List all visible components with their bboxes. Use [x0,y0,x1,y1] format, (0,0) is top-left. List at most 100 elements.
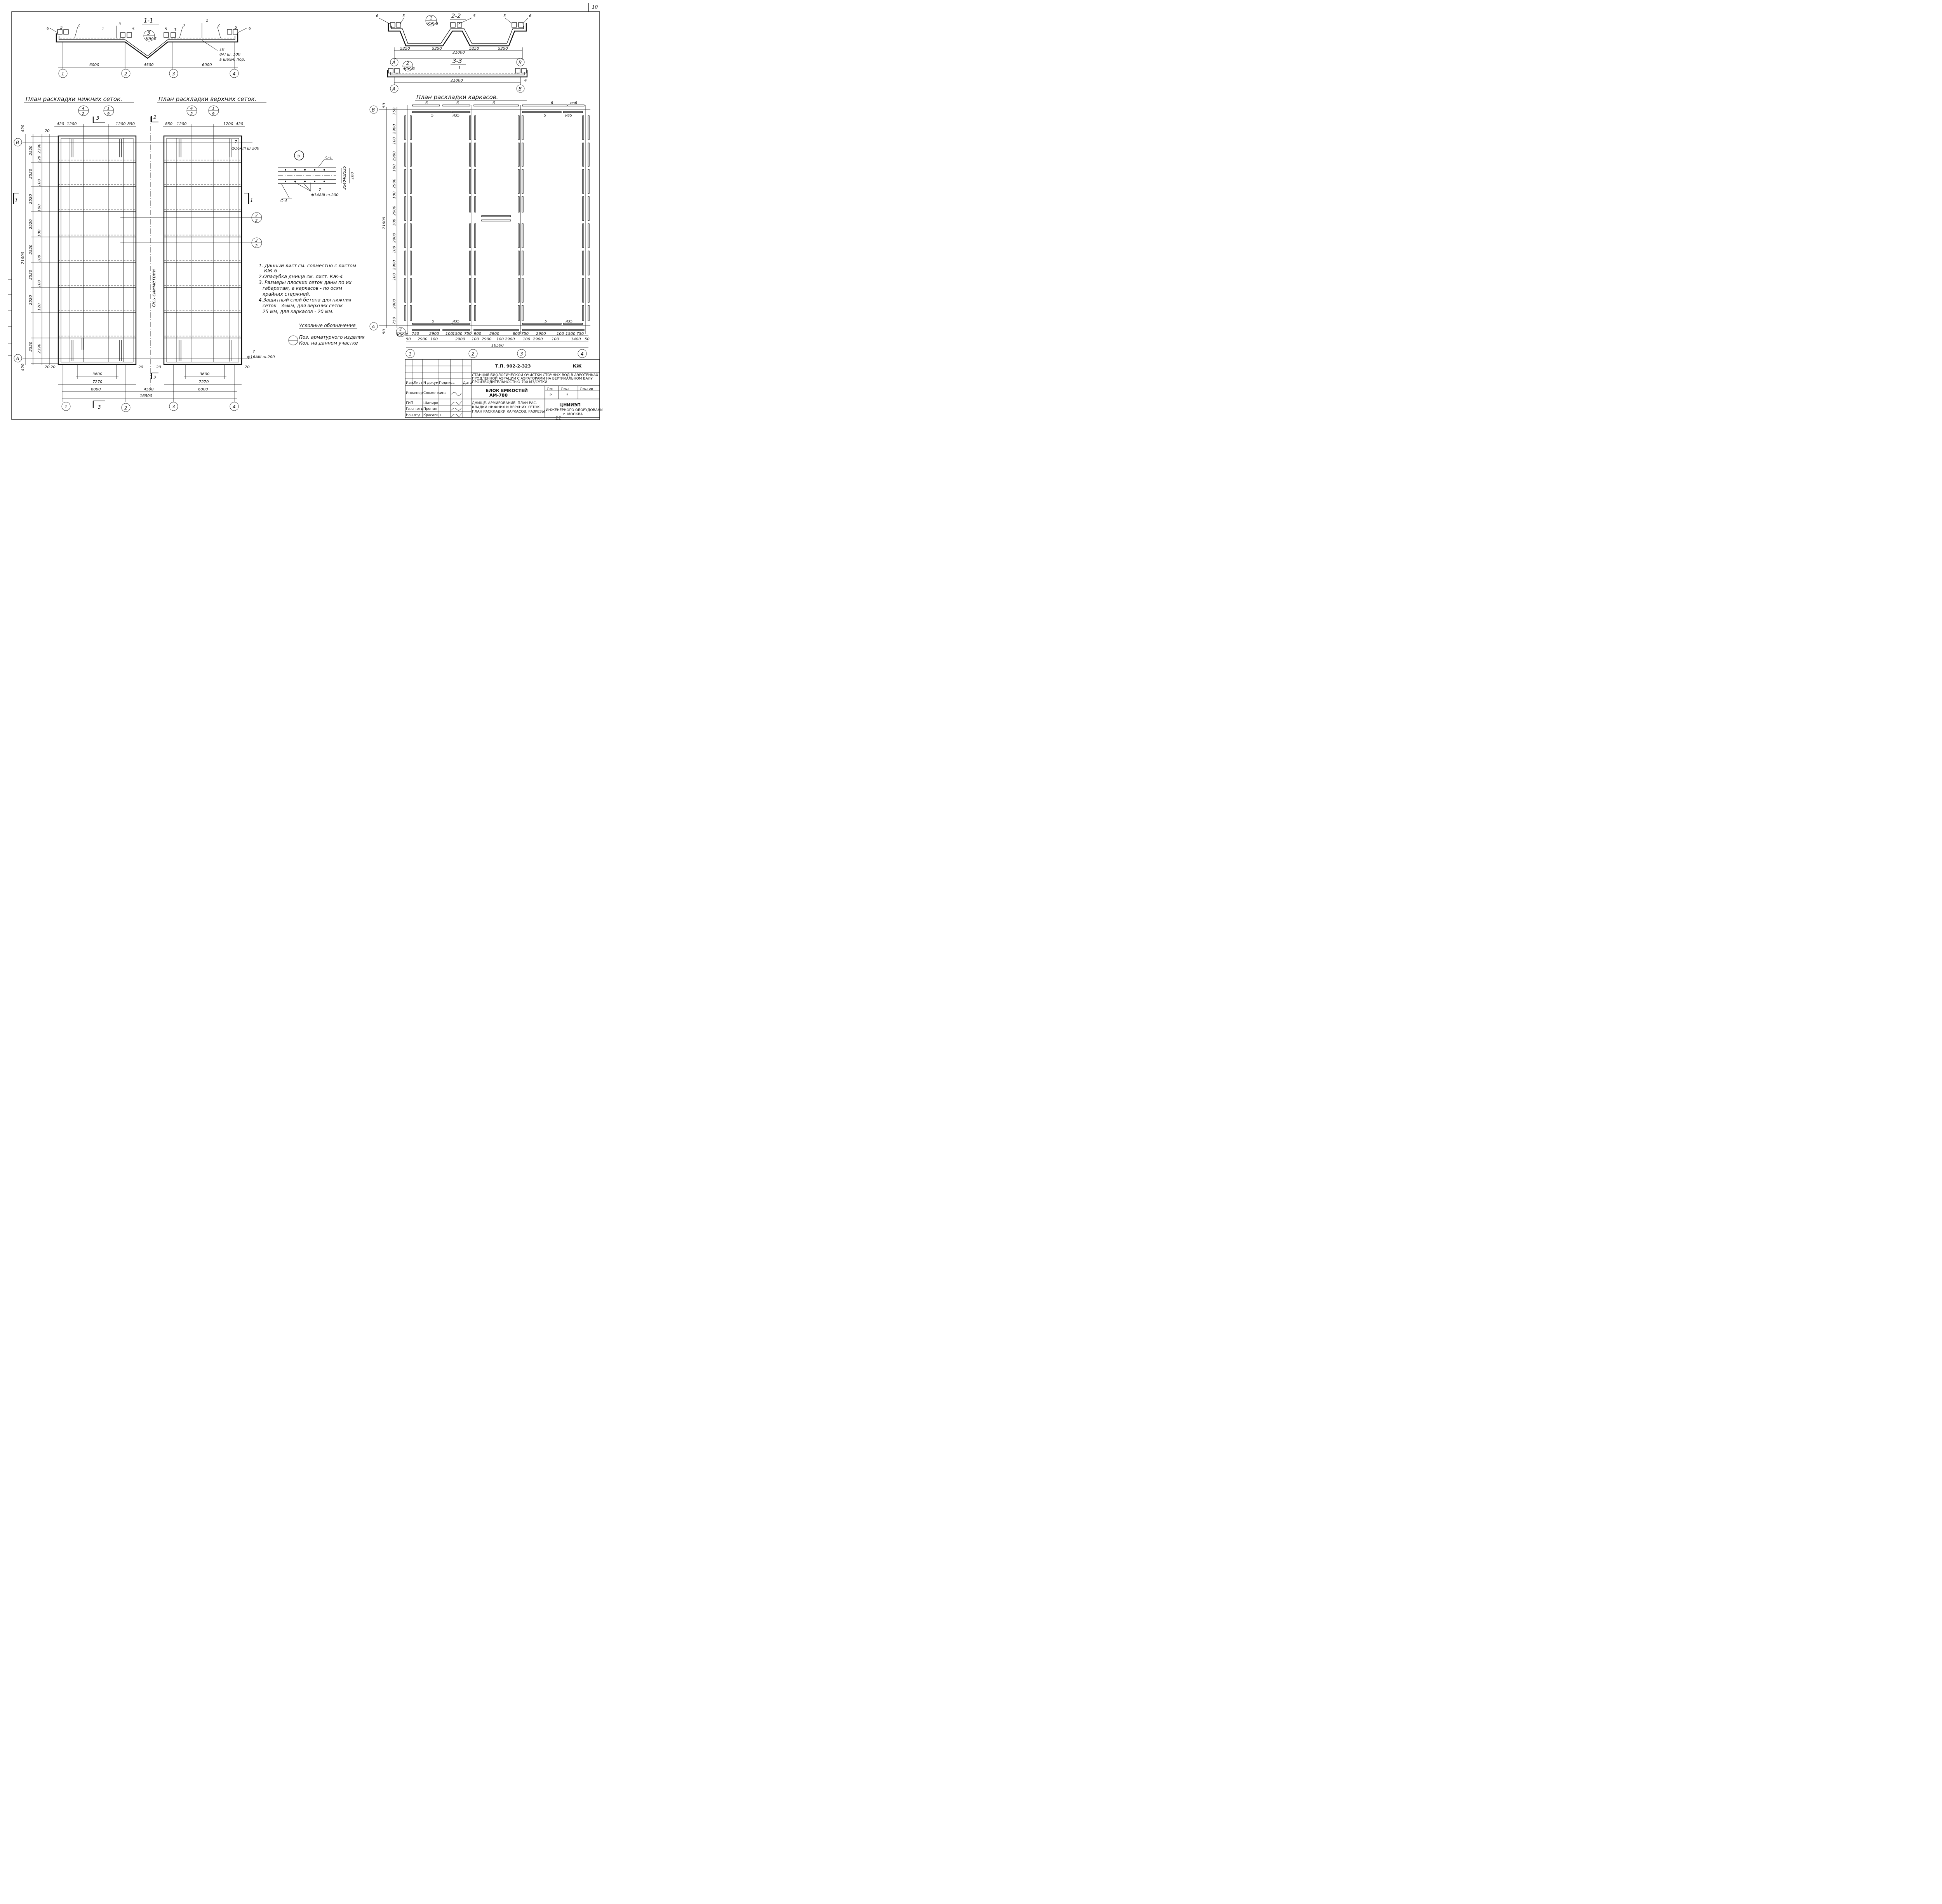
svg-text:20: 20 [45,365,50,369]
svg-text:ПРОДЛЕННОЙ АЭРАЦИИ С АЭРАТОРАМ: ПРОДЛЕННОЙ АЭРАЦИИ С АЭРАТОРАМИ НА ВЕРТИ… [472,376,593,381]
svg-text:2900: 2900 [482,337,491,341]
svg-text:100: 100 [430,337,438,341]
svg-text:850: 850 [165,122,172,126]
svg-text:100: 100 [392,137,397,145]
svg-text:ДНИЩЕ. АРМИРОВАНИЕ. ПЛАН РАС-: ДНИЩЕ. АРМИРОВАНИЕ. ПЛАН РАС- [472,401,537,405]
svg-text:100: 100 [392,273,397,280]
svg-text:2900: 2900 [455,337,465,341]
svg-text:5250: 5250 [400,47,410,51]
svg-text:5: 5 [566,394,569,397]
mesh-bottom-dims: 3600 3600 7270 7270 6000 4500 6000 16500… [50,365,250,412]
svg-text:1500: 1500 [452,332,462,336]
drawing-sheet: 10 11 1-1 3 КЖ-6 6 5 2 1 3 5 3 5 3 [8,3,602,421]
svg-text:Шапиро: Шапиро [423,401,439,405]
svg-text:Р: Р [550,394,552,397]
mesh-section-bubbles: 42 19 42 19 22 32 [78,105,262,248]
section-2-2: 2-2 1 КЖ-6 6 5 5 5 6 5250 5250 21000 525… [376,12,531,66]
svg-text:Инженер: Инженер [406,391,423,395]
svg-text:1200: 1200 [67,122,77,126]
svg-text:Лит: Лит [547,387,554,391]
svg-text:из5: из5 [566,319,573,324]
svg-text:3: 3 [172,404,175,409]
svg-text:2520: 2520 [29,146,33,155]
svg-text:ф16АIII ш.200: ф16АIII ш.200 [247,355,275,359]
detail-5: 5 С-1 С-4 7 ф14АIII ш.200 180 35 25 40 4… [278,150,355,203]
svg-text:3: 3 [172,71,175,77]
svg-text:1: 1 [15,198,18,203]
svg-text:2390: 2390 [37,344,42,354]
mesh-row-axes [23,142,252,359]
svg-text:5: 5 [431,113,433,118]
svg-text:КЖ-6: КЖ-6 [427,22,438,26]
svg-text:4: 4 [82,106,84,111]
svg-text:5: 5 [60,26,63,30]
svg-text:4.Защитный слой бетона для ниж: 4.Защитный слой бетона для нижних [259,297,352,303]
frames-title: План раскладки каркасов. [416,94,498,101]
svg-text:40: 40 [343,175,347,180]
svg-text:20: 20 [138,365,143,369]
svg-text:4: 4 [399,328,402,332]
svg-text:6: 6 [425,101,428,105]
svg-text:100: 100 [37,179,42,186]
svg-text:6: 6 [249,26,251,31]
svg-text:Гл.сп.отд: Гл.сп.отд [406,407,423,411]
lower-mesh-title: План раскладки нижних сеток. [26,96,122,103]
svg-text:СТАНЦИЯ БИОЛОГИЧЕСКОЙ ОЧИСТКИ: СТАНЦИЯ БИОЛОГИЧЕСКОЙ ОЧИСТКИ СТОЧНЫХ ВО… [472,373,598,377]
svg-text:4: 4 [581,351,584,357]
cut-markers: 1 1 3 2 2 3 [13,115,253,410]
mesh-top-dims: 420 1200 1200 850 850 1200 1200 420 [54,122,245,127]
svg-text:20: 20 [156,365,161,369]
svg-text:3: 3 [147,30,150,36]
svg-text:А: А [392,86,395,92]
svg-text:Т.П. 902-2-323: Т.П. 902-2-323 [495,364,531,369]
svg-text:3: 3 [98,404,101,410]
svg-text:ЦНИИЭП: ЦНИИЭП [559,402,581,408]
svg-text:18: 18 [219,47,224,52]
svg-text:2: 2 [255,244,258,248]
svg-text:В: В [519,86,522,92]
svg-text:50: 50 [406,337,411,341]
svg-text:2: 2 [124,71,127,77]
section-2-2-title: 2-2 [451,12,461,19]
svg-text:5: 5 [165,27,167,31]
svg-text:1: 1 [430,15,433,21]
svg-text:Красавин: Красавин [423,413,441,417]
svg-text:1: 1 [107,106,110,111]
svg-text:Кол. на данном участке: Кол. на данном участке [299,340,358,346]
svg-text:3: 3 [255,239,258,243]
svg-text:100: 100 [445,332,453,336]
sheet-number: 10 [592,4,598,10]
svg-text:2900: 2900 [392,124,397,134]
svg-text:750: 750 [392,108,397,115]
svg-text:100: 100 [557,332,564,336]
svg-text:50: 50 [382,103,386,108]
svg-text:КЖ-6: КЖ-6 [264,268,277,273]
svg-text:5: 5 [432,319,434,324]
svg-text:4: 4 [524,78,527,83]
svg-text:8АI ш. 100: 8АI ш. 100 [219,52,240,57]
svg-text:Листов: Листов [580,387,593,391]
svg-text:из6: из6 [570,101,577,105]
mesh-plan-upper [163,124,242,365]
svg-text:2: 2 [78,23,80,28]
general-notes: 1. Данный лист см. совместно с листом КЖ… [259,263,356,314]
svg-text:1: 1 [409,351,412,357]
svg-text:5: 5 [132,27,134,31]
svg-text:габаритам, а каркасов - по ося: габаритам, а каркасов - по осям [263,286,342,291]
svg-text:ИНЖЕНЕРНОГО ОБОРУДОВАНИЯ: ИНЖЕНЕРНОГО ОБОРУДОВАНИЯ [546,408,602,412]
svg-text:4: 4 [233,404,236,409]
svg-text:А: А [392,60,395,65]
svg-text:420: 420 [57,122,64,126]
svg-text:420: 420 [21,125,25,132]
svg-text:сеток - 35мм, для верхних сето: сеток - 35мм, для верхних сеток - [263,303,346,308]
svg-text:25 мм, для каркасов - 20 мм.: 25 мм, для каркасов - 20 мм. [263,309,334,314]
svg-text:180: 180 [350,172,355,179]
svg-text:1200: 1200 [223,122,233,126]
svg-text:1. Данный лист см. совместно с: 1. Данный лист см. совместно с листом [259,263,356,268]
svg-text:2900: 2900 [536,332,546,336]
svg-text:КЖ-6: КЖ-6 [404,67,415,71]
svg-text:2520: 2520 [29,169,33,179]
svg-text:16500: 16500 [140,394,152,398]
svg-text:Лист: Лист [414,381,423,385]
svg-text:100: 100 [523,337,530,341]
